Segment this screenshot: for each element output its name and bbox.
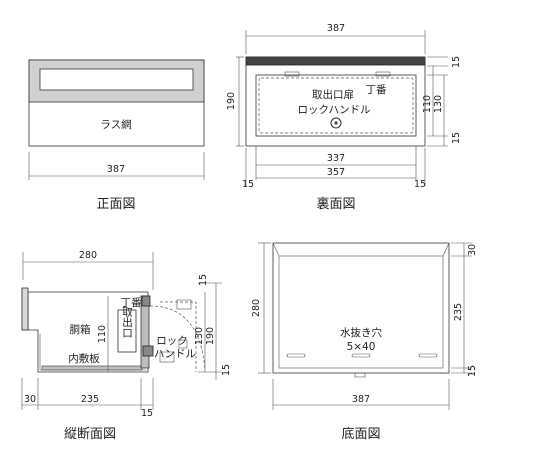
front-width-dim: 387 bbox=[107, 164, 125, 175]
bottom-view-caption: 底面図 bbox=[341, 426, 380, 442]
section-dim-130: 130 bbox=[194, 327, 205, 345]
back-door bbox=[255, 74, 417, 137]
back-height-dim: 190 bbox=[226, 92, 237, 110]
bottom-height-dim: 280 bbox=[251, 299, 262, 317]
front-view-caption: 正面図 bbox=[96, 197, 135, 212]
section-bottom-left-dim: 30 bbox=[24, 394, 36, 405]
section-body-label: 胴箱 bbox=[70, 323, 91, 336]
section-hinge-label: 丁番 bbox=[121, 297, 142, 309]
section-door-swing bbox=[149, 305, 206, 371]
section-bottom-right-dim: 15 bbox=[141, 408, 153, 419]
section-right-top-dim: 15 bbox=[198, 274, 209, 286]
section-outlet-label: 取出口 bbox=[121, 306, 133, 338]
section-inner-plate-label: 内敷板 bbox=[68, 352, 100, 365]
bottom-inner bbox=[278, 255, 444, 369]
back-lock-label: ロックハンドル bbox=[298, 104, 371, 116]
back-left-offset-dim: 15 bbox=[242, 179, 254, 190]
drain-hole-right bbox=[418, 353, 438, 358]
back-view-caption: 裏面図 bbox=[316, 197, 355, 212]
back-outer-dim: 357 bbox=[327, 167, 345, 178]
front-view: ラス網 387 正面図 bbox=[28, 59, 205, 212]
section-view: 280 胴箱 丁番 取出口 ロック ハンドル 内敷板 110 bbox=[21, 250, 232, 442]
section-top-dim: 280 bbox=[79, 250, 97, 261]
back-right-top-dim: 15 bbox=[451, 56, 462, 68]
drain-hole-center bbox=[351, 353, 371, 358]
bottom-drain-label: 水抜き穴 bbox=[340, 326, 382, 339]
section-right-bottom-dim: 15 bbox=[221, 364, 232, 376]
back-door-label: 取出口扉 bbox=[312, 88, 354, 101]
back-body bbox=[245, 56, 426, 147]
section-dim-190: 190 bbox=[205, 327, 216, 345]
section-bottom-mid-dim: 235 bbox=[81, 394, 99, 405]
section-lock-handle-icon bbox=[142, 345, 154, 357]
bottom-outer bbox=[272, 242, 450, 374]
section-lock-label-1: ロック bbox=[156, 335, 188, 347]
bottom-drain-size: 5×40 bbox=[347, 341, 376, 353]
back-inner-dim: 337 bbox=[327, 153, 345, 164]
section-dim-110: 110 bbox=[97, 325, 108, 343]
bottom-right-bottom-dim: 15 bbox=[467, 365, 478, 377]
section-view-caption: 縦断面図 bbox=[64, 427, 116, 442]
back-right-bottom-dim: 15 bbox=[451, 132, 462, 144]
bottom-right-mid-dim: 235 bbox=[453, 303, 464, 321]
back-hinge-label: 丁番 bbox=[366, 84, 387, 96]
front-slot bbox=[39, 68, 194, 91]
back-view: 387 取出口扉 丁番 ロックハンドル 190 15 110 130 15 bbox=[226, 23, 462, 212]
back-top-dim: 387 bbox=[327, 23, 345, 34]
bottom-right-top-dim: 30 bbox=[467, 244, 478, 256]
section-outlet-box bbox=[117, 309, 137, 353]
section-lock-label-2: ハンドル bbox=[154, 348, 196, 360]
back-right-dim-110: 110 bbox=[422, 95, 433, 113]
back-hinge-left bbox=[284, 71, 300, 77]
back-hinge-right bbox=[375, 71, 391, 77]
back-top-band bbox=[245, 56, 426, 66]
section-inner-plate bbox=[41, 365, 143, 371]
section-hinge-icon bbox=[141, 295, 151, 307]
bottom-width-dim: 387 bbox=[352, 394, 370, 405]
bottom-view: 水抜き穴 5×40 280 30 235 15 387 底面図 bbox=[251, 242, 478, 442]
back-right-offset-dim: 15 bbox=[414, 179, 426, 190]
front-mesh-label: ラス網 bbox=[100, 118, 131, 131]
drain-hole-left bbox=[286, 353, 306, 358]
section-door bbox=[140, 295, 150, 369]
back-right-dim-130: 130 bbox=[433, 95, 444, 113]
